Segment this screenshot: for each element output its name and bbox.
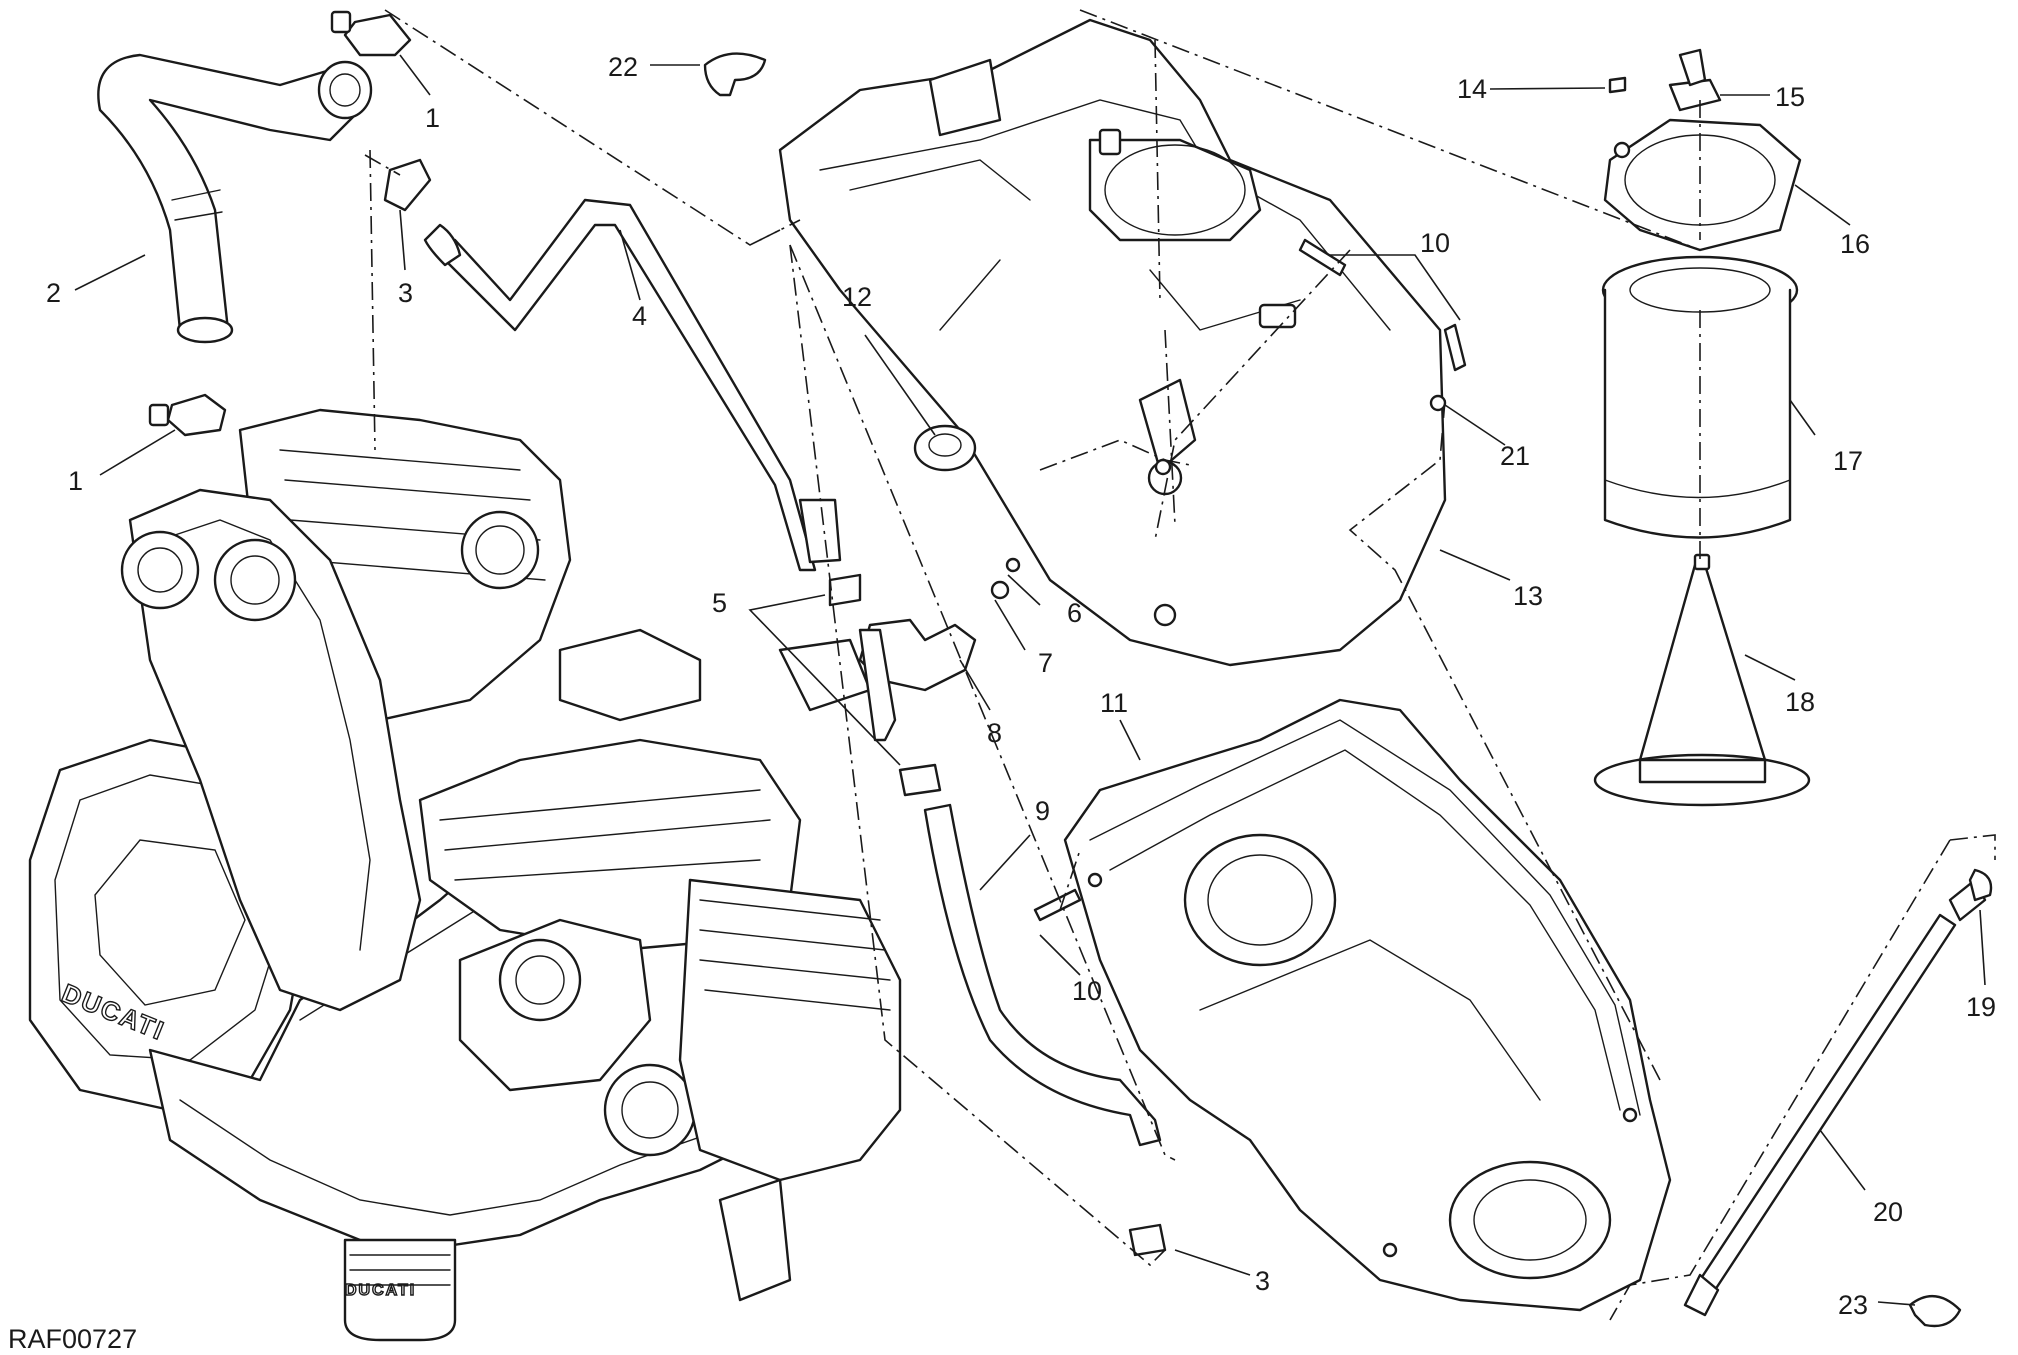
grommet-12 bbox=[913, 424, 977, 472]
nut-15 bbox=[1668, 48, 1722, 112]
clip-23 bbox=[1908, 1295, 1962, 1328]
engine-assembly: DUCATI DUCATI bbox=[28, 408, 902, 1342]
callout-19: 19 bbox=[1966, 992, 1996, 1022]
callout-3-bottom: 3 bbox=[1255, 1266, 1270, 1296]
airbox-cover-13 bbox=[778, 18, 1447, 667]
breather-hose-2 bbox=[97, 53, 373, 344]
callout-16: 16 bbox=[1840, 229, 1870, 259]
clip-19 bbox=[1968, 868, 1993, 902]
callout-17: 17 bbox=[1833, 446, 1863, 476]
air-filter-17 bbox=[1601, 255, 1799, 539]
callout-20: 20 bbox=[1873, 1197, 1903, 1227]
hose-clamp-bottom bbox=[148, 393, 227, 437]
airbox-base-11 bbox=[1063, 698, 1672, 1312]
callout-1-bottom: 1 bbox=[68, 466, 83, 496]
callout-10-top: 10 bbox=[1420, 228, 1450, 258]
hose-clamp-top bbox=[330, 10, 412, 57]
oil-filter-brand: DUCATI bbox=[345, 1282, 416, 1299]
callout-14: 14 bbox=[1457, 74, 1487, 104]
callout-8: 8 bbox=[987, 718, 1002, 748]
callout-6: 6 bbox=[1067, 598, 1082, 628]
drain-rod-20 bbox=[1683, 878, 1987, 1317]
hose-9 bbox=[923, 803, 1167, 1257]
callout-2: 2 bbox=[46, 278, 61, 308]
callout-3-top: 3 bbox=[398, 278, 413, 308]
callout-21: 21 bbox=[1500, 441, 1530, 471]
clip-22 bbox=[703, 52, 767, 97]
assembly-lines bbox=[364, 9, 1996, 1321]
callout-10-bottom: 10 bbox=[1072, 976, 1102, 1006]
callout-15: 15 bbox=[1775, 82, 1805, 112]
callout-9: 9 bbox=[1035, 796, 1050, 826]
callout-5: 5 bbox=[712, 588, 727, 618]
callout-12: 12 bbox=[842, 282, 872, 312]
filter-cone-18 bbox=[1593, 553, 1811, 807]
callout-18: 18 bbox=[1785, 687, 1815, 717]
leader-lines bbox=[74, 54, 1986, 1306]
filter-cover-16 bbox=[1603, 118, 1802, 252]
screw-14 bbox=[1608, 76, 1627, 94]
callouts: 1 1 2 3 3 4 5 6 7 8 9 10 10 11 12 13 14 … bbox=[46, 52, 1996, 1320]
screws-10-21 bbox=[1033, 238, 1467, 922]
callout-4: 4 bbox=[632, 301, 647, 331]
callout-7: 7 bbox=[1038, 648, 1053, 678]
solenoid-valve-8 bbox=[828, 557, 1021, 797]
callout-11: 11 bbox=[1100, 688, 1128, 718]
callout-23: 23 bbox=[1838, 1290, 1868, 1320]
drawing-code: RAF00727 bbox=[8, 1324, 137, 1354]
callout-22: 22 bbox=[608, 52, 638, 82]
callout-1-top: 1 bbox=[425, 103, 440, 133]
callout-13: 13 bbox=[1513, 581, 1543, 611]
